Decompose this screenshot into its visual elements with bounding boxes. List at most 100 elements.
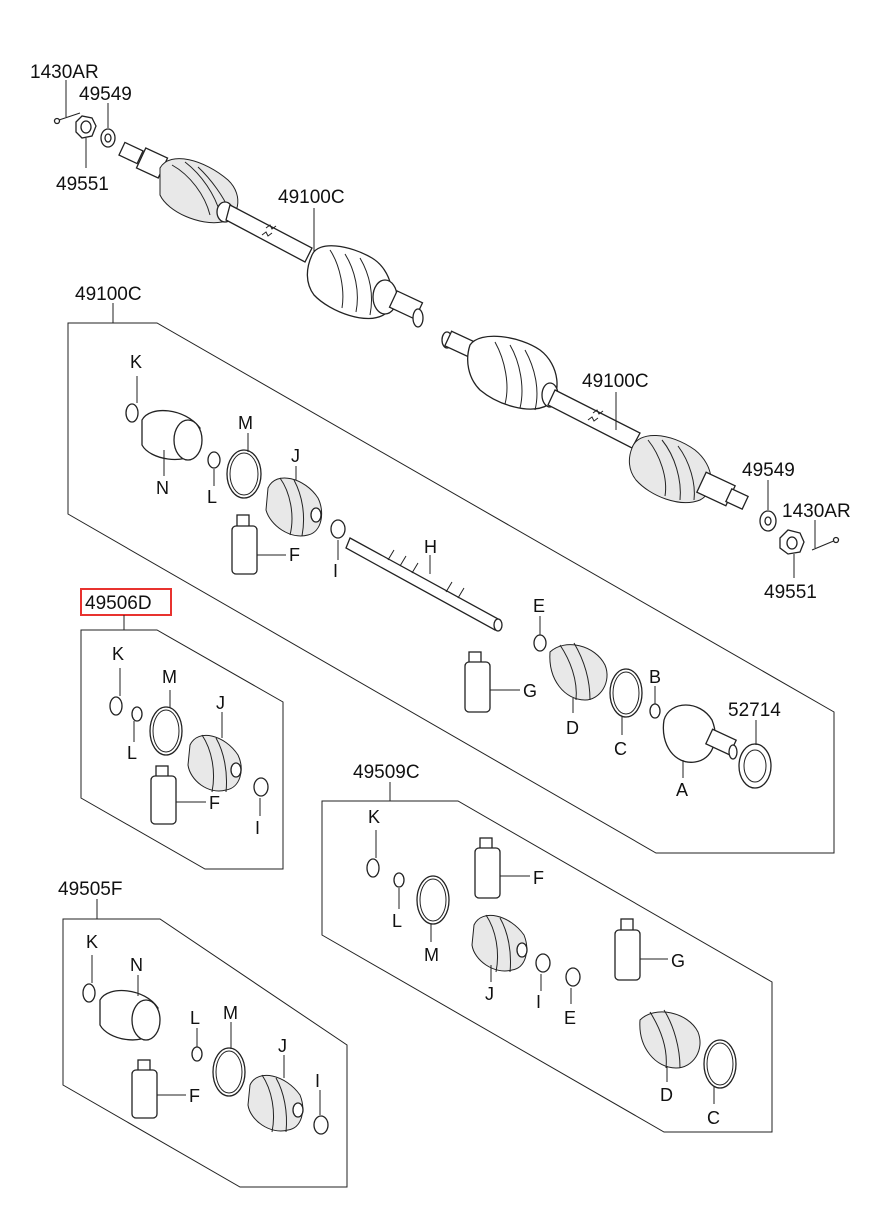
band-m-icon (226, 449, 262, 499)
clamp-l2-icon (131, 706, 143, 722)
letter-l: L (207, 487, 217, 507)
label-top-nut: 49551 (56, 174, 109, 195)
band-m4-icon (212, 1047, 246, 1097)
letter-b: B (649, 667, 661, 687)
upper-shaft-icon (118, 141, 424, 328)
letter-i4: I (315, 1071, 320, 1091)
letter-m3: M (424, 945, 439, 965)
letter-c2: C (707, 1108, 720, 1128)
band-c2-icon (703, 1039, 737, 1089)
letter-j3: J (485, 984, 494, 1004)
label-right-washer: 49549 (742, 460, 795, 481)
letter-m2: M (162, 667, 177, 687)
clamp-b-icon (649, 703, 661, 719)
kit-highlight-outline (80, 629, 284, 870)
shaft-h-icon (345, 537, 503, 632)
letter-n: N (156, 478, 169, 498)
clamp-i3-icon (535, 953, 551, 973)
boot-j2-icon (187, 734, 242, 793)
label-sensor-ring: 52714 (728, 700, 781, 721)
label-kit-outer: 49505F (58, 879, 122, 900)
label-right-pin: 1430AR (782, 501, 851, 522)
letter-i: I (333, 561, 338, 581)
letter-n2: N (130, 955, 143, 975)
ring-k3-icon (366, 858, 380, 878)
ring-k4-icon (82, 983, 96, 1003)
letter-f: F (289, 545, 300, 565)
top-pin-icon (53, 112, 81, 125)
band-m3-icon (416, 875, 450, 925)
clamp-i4-icon (313, 1115, 329, 1135)
letter-c: C (614, 739, 627, 759)
letter-f2: F (209, 793, 220, 813)
top-nut-icon (75, 115, 97, 139)
letter-h: H (424, 537, 437, 557)
label-upper-shaft: 49100C (278, 187, 345, 208)
letter-d2: D (660, 1085, 673, 1105)
letter-j4: J (278, 1036, 287, 1056)
label-kit-highlight: 49506D (85, 593, 152, 614)
joint-a-icon (662, 704, 738, 763)
label-lower-shaft: 49100C (582, 371, 649, 392)
grease-f-icon (231, 514, 258, 575)
kit-inner-outline (321, 800, 773, 1133)
letter-k3: K (368, 807, 380, 827)
clamp-l4-icon (191, 1046, 203, 1062)
letter-g: G (523, 681, 537, 701)
label-kit-main: 49100C (75, 284, 142, 305)
letter-d: D (566, 718, 579, 738)
clamp-l-icon (207, 451, 221, 469)
label-top-washer: 49549 (79, 84, 132, 105)
letter-j: J (291, 446, 300, 466)
grease-g2-icon (614, 918, 641, 981)
clamp-i-icon (330, 519, 346, 539)
boot-d-icon (549, 642, 608, 701)
grease-f3-icon (474, 837, 501, 899)
band-c-icon (609, 668, 643, 718)
right-pin-icon (811, 536, 840, 551)
letter-i3: I (536, 992, 541, 1012)
ring-k2-icon (109, 696, 123, 716)
clamp-e-icon (533, 634, 547, 652)
kit-outer-outline (62, 918, 348, 1188)
label-kit-inner: 49509C (353, 762, 420, 783)
kit-main-outline (67, 322, 835, 854)
right-nut-icon (779, 529, 805, 555)
right-washer-icon (759, 510, 777, 532)
boot-j-icon (265, 477, 323, 537)
top-washer-icon (100, 128, 116, 148)
letter-f4: F (189, 1086, 200, 1106)
label-right-nut: 49551 (764, 582, 817, 603)
boot-n2-icon (99, 989, 161, 1041)
letter-l4: L (190, 1008, 200, 1028)
label-top-pin: 1430AR (30, 62, 99, 83)
letter-e2: E (564, 1008, 576, 1028)
clamp-e2-icon (565, 967, 581, 987)
grease-f2-icon (150, 765, 177, 825)
letter-m: M (238, 413, 253, 433)
letter-g2: G (671, 951, 685, 971)
letter-f3: F (533, 868, 544, 888)
boot-d2-icon (639, 1009, 701, 1069)
boot-j4-icon (247, 1074, 304, 1133)
letter-j2: J (216, 693, 225, 713)
band-m2-icon (149, 706, 183, 756)
letter-k2: K (112, 644, 124, 664)
letter-a: A (676, 780, 688, 800)
letter-l2: L (127, 743, 137, 763)
kit-highlight-box (80, 588, 172, 616)
grease-g-icon (464, 651, 491, 713)
letter-l3: L (392, 911, 402, 931)
sensor-ring-icon (738, 743, 772, 789)
lower-shaft-icon (441, 330, 749, 511)
clamp-i2-icon (253, 777, 269, 797)
clamp-l3-icon (393, 872, 405, 888)
letter-e: E (533, 596, 545, 616)
letter-k4: K (86, 932, 98, 952)
letter-m4: M (223, 1003, 238, 1023)
letter-i2: I (255, 818, 260, 838)
boot-j3-icon (471, 914, 528, 973)
ring-k-icon (125, 403, 139, 423)
boot-n-icon (141, 409, 203, 461)
